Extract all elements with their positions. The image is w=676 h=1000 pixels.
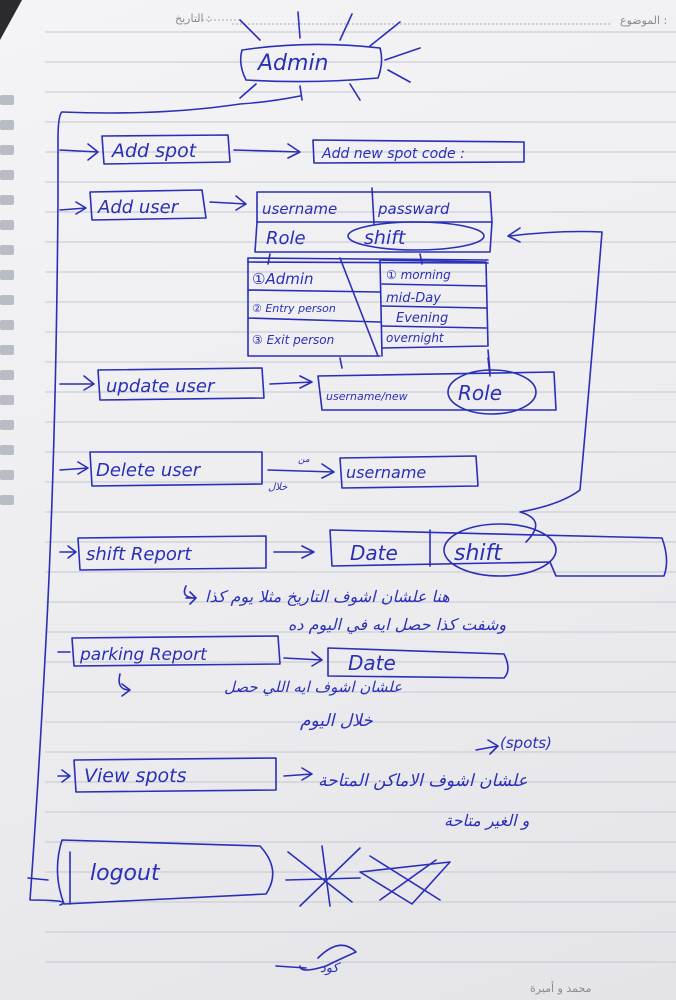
delete-user-label: Delete user (96, 460, 202, 481)
update-user-fields: username/new (326, 390, 408, 403)
topic-label: الموضوع : (620, 14, 667, 27)
delete-user-via-top: من (298, 455, 310, 465)
shift-evening: Evening (396, 311, 448, 326)
add-spot-label: Add spot (110, 140, 198, 162)
shift-report-node: shift Report Date shift هنا علشان اشوف ا… (59, 523, 668, 634)
parking-report-label: parking Report (79, 645, 208, 665)
parking-report-note-line2: خلال اليوم (300, 711, 373, 731)
view-spots-spots: (spots) (500, 734, 552, 752)
update-user-node: update user username/new Role (59, 357, 557, 415)
role-entry-person: ② Entry person (252, 302, 336, 315)
shift-label: shift (364, 227, 407, 249)
signature-text: كود (320, 961, 342, 976)
shift-overnight: overnight (386, 331, 445, 345)
add-user-node: Add user (59, 189, 247, 221)
parking-report-note-line1: علشان اشوف ايه اللي حصل (224, 678, 402, 696)
table-header-password: passward (377, 200, 450, 218)
signature: كود (275, 944, 357, 976)
role-exit-person: ③ Exit person (252, 333, 334, 347)
logout-label: logout (90, 861, 161, 886)
shift-morning: ① morning (386, 268, 451, 282)
add-spot-node: Add spot Add new spot code : (59, 134, 525, 165)
view-spots-label: View spots (84, 765, 187, 787)
user-table: username passward Role shift ①Admin ② En… (247, 187, 493, 373)
view-spots-node: View spots (spots) علشان اشوف الاماكن ال… (57, 734, 552, 830)
shift-report-shift: shift (454, 541, 503, 566)
table-header-username: username (262, 200, 337, 218)
delete-user-node: Delete user من خلال username (59, 451, 479, 493)
main-flow-line (29, 111, 65, 906)
update-user-role: Role (458, 381, 502, 405)
date-label: التاريخ : (175, 12, 211, 25)
parking-report-date: Date (348, 651, 396, 675)
shift-mid-day: mid-Day (386, 291, 441, 306)
view-spots-note-line2: و الغير متاحة (444, 811, 530, 830)
role-admin: ①Admin (252, 270, 314, 288)
parking-report-node: parking Report Date علشان اشوف ايه اللي … (57, 635, 509, 731)
logout-node: logout (27, 839, 274, 905)
ruled-lines (45, 31, 676, 963)
admin-title: Admin (256, 51, 329, 76)
delete-user-target: username (346, 463, 426, 482)
footer-brand: محمد و أميرة (530, 981, 592, 995)
shift-report-date: Date (350, 541, 398, 565)
shift-report-note-line1: هنا علشان اشوف التاريخ مثلا يوم كذا (205, 587, 450, 606)
update-user-label: update user (106, 376, 216, 397)
loop-back-connector (507, 227, 603, 543)
add-spot-target: Add new spot code : (321, 146, 465, 162)
view-spots-note-line1: علشان اشوف الاماكن المتاحة (318, 771, 528, 791)
spiral-binding (0, 0, 22, 505)
role-label: Role (266, 228, 306, 249)
crossed-out-mark (285, 845, 451, 907)
shift-report-note-line2: وشفت كذا حصل ايه في اليوم ده (288, 615, 506, 634)
add-user-label: Add user (97, 197, 180, 218)
shift-report-label: shift Report (86, 544, 192, 565)
delete-user-via-bottom: خلال (268, 482, 288, 493)
admin-node: Admin (239, 11, 421, 101)
